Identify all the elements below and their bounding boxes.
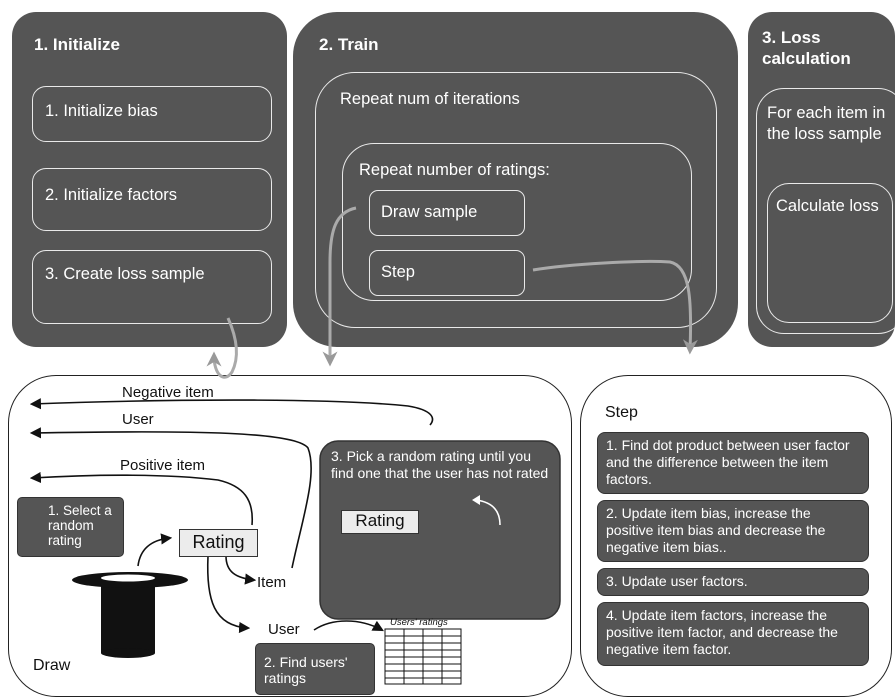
outer-loop-box: Repeat num of iterations Repeat number o… — [315, 72, 717, 328]
outer-loop-label: Repeat num of iterations — [340, 90, 520, 108]
arrow-hat-to-rating — [137, 533, 173, 567]
create-loss-sample-label: 3. Create loss sample — [45, 265, 205, 283]
loss-loop-box: For each item in the loss sample Calcula… — [756, 88, 895, 334]
draw-label: Draw — [33, 657, 71, 674]
connector-create-loss-to-draw — [206, 317, 238, 379]
step-item-update-bias: 2. Update item bias, increase the positi… — [597, 500, 869, 562]
find-users-label: 2. Find users' ratings — [264, 654, 348, 686]
draw-sample-label: Draw sample — [381, 203, 478, 221]
pick-random-panel — [319, 440, 561, 620]
select-random-label: 1. Select a random rating — [48, 503, 112, 548]
train-panel: 2. Train Repeat num of iterations Repeat… — [293, 12, 738, 347]
inner-loop-box: Repeat number of ratings: Draw sample St… — [342, 143, 692, 301]
initialize-title: 1. Initialize — [34, 35, 120, 54]
step-item-dot-product: 1. Find dot product between user factor … — [597, 432, 869, 494]
arrow-positive-item — [29, 471, 254, 526]
step-item-update-item: 4. Update item factors, increase the pos… — [597, 602, 869, 666]
connector-draw-sample-to-draw — [322, 206, 357, 367]
step-panel-title: Step — [605, 404, 638, 421]
rating-box-2: Rating — [341, 510, 419, 534]
arrow-rating-to-item — [225, 555, 257, 585]
loss-title: 3. Loss calculation — [762, 28, 851, 68]
user-arrow-label: User — [122, 411, 154, 428]
inner-loop-label: Repeat number of ratings: — [359, 161, 550, 179]
loss-panel: 3. Loss calculation For each item in the… — [748, 12, 895, 347]
step-panel: Step 1. Find dot product between user fa… — [580, 375, 892, 697]
initialize-panel: 1. Initialize 1. Initialize bias 2. Init… — [12, 12, 287, 347]
initialize-factors-box: 2. Initialize factors — [32, 168, 272, 231]
calculate-loss-box: Calculate loss — [767, 183, 893, 323]
step-label: Step — [381, 263, 415, 281]
arrow-user — [29, 427, 312, 569]
initialize-bias-label: 1. Initialize bias — [45, 102, 158, 120]
train-title: 2. Train — [319, 35, 379, 54]
initialize-bias-box: 1. Initialize bias — [32, 86, 272, 142]
initialize-factors-label: 2. Initialize factors — [45, 186, 178, 204]
users-ratings-table — [384, 628, 462, 685]
draw-sample-box: Draw sample — [369, 190, 525, 236]
pick-random-text: 3. Pick a random rating until you find o… — [331, 448, 549, 481]
users-ratings-caption: Users' ratings — [390, 617, 448, 628]
calculate-loss-label: Calculate loss — [776, 197, 879, 215]
arrow-rating-to-user — [206, 555, 251, 634]
arrow-user-to-table — [313, 620, 384, 632]
rating-box: Rating — [179, 529, 258, 557]
arrow-negative-item — [29, 398, 434, 426]
create-loss-sample-box: 3. Create loss sample — [32, 250, 272, 324]
positive-item-label: Positive item — [120, 457, 206, 474]
select-random-box: 1. Select a random rating — [17, 497, 124, 557]
item-label: Item — [257, 574, 287, 591]
step-item-update-user: 3. Update user factors. — [597, 568, 869, 596]
negative-item-label: Negative item — [122, 384, 214, 401]
find-users-box: 2. Find users' ratings — [255, 643, 375, 695]
user-label: User — [268, 621, 300, 638]
loss-loop-label: For each item in the loss sample — [767, 104, 886, 143]
top-hat-icon — [72, 572, 188, 658]
step-box: Step — [369, 250, 525, 296]
connector-step-to-step-panel — [532, 259, 698, 355]
